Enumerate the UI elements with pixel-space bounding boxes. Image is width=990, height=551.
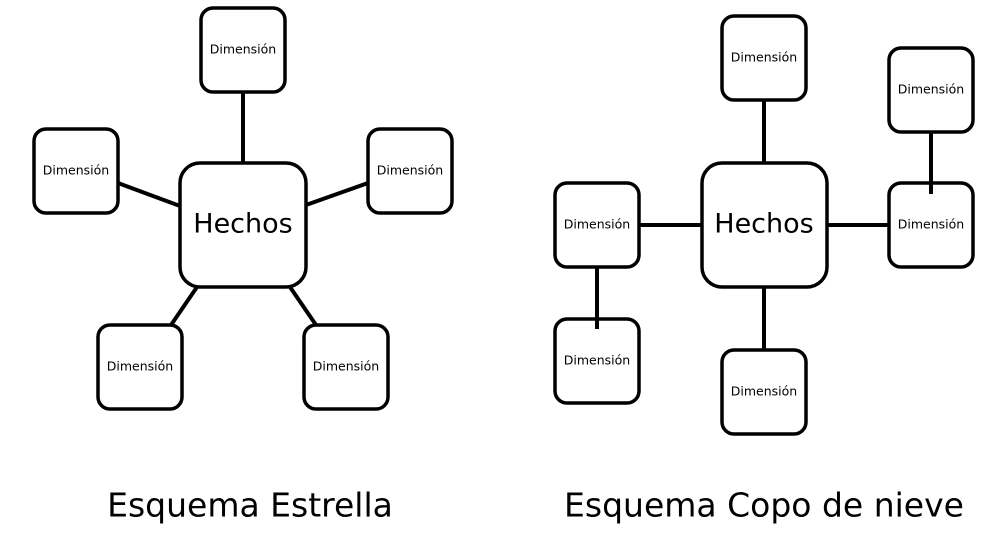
star-dimension-node-top: Dimensión — [199, 6, 287, 94]
snowflake-dimension-node-bottom: Dimensión — [720, 348, 808, 436]
star-edge-left — [117, 181, 181, 208]
star-schema: Hechos Dimensión Dimensión Dimensión Dim… — [32, 6, 454, 525]
snowflake-dimension-label: Dimensión — [564, 353, 630, 368]
star-edge-bottom-right — [288, 285, 318, 327]
snowflake-dimension-node-subright: Dimensión — [887, 46, 975, 134]
snowflake-dimension-label: Dimensión — [898, 217, 964, 232]
snowflake-dimension-label: Dimensión — [731, 384, 797, 399]
star-fact-label: Hechos — [193, 209, 292, 240]
snowflake-fact-node: Hechos — [700, 161, 829, 289]
star-caption: Esquema Estrella — [107, 486, 393, 525]
star-dimension-label: Dimensión — [107, 359, 173, 374]
snowflake-dimension-label: Dimensión — [564, 217, 630, 232]
snowflake-dimension-node-left: Dimensión — [553, 181, 641, 269]
star-dimension-label: Dimensión — [377, 163, 443, 178]
star-dimension-label: Dimensión — [43, 163, 109, 178]
snowflake-fact-label: Hechos — [714, 209, 813, 240]
star-dimension-node-left: Dimensión — [32, 127, 120, 215]
snowflake-schema: Hechos Dimensión Dimensión Dimensión Dim… — [553, 14, 975, 525]
star-edge-right — [305, 181, 369, 207]
snowflake-dimension-label: Dimensión — [898, 82, 964, 97]
star-dimension-label: Dimensión — [210, 42, 276, 57]
snowflake-dimension-node-subleft: Dimensión — [553, 317, 641, 405]
snowflake-dimension-node-top: Dimensión — [720, 14, 808, 102]
star-edge-bottom-left — [169, 285, 199, 327]
snowflake-caption: Esquema Copo de nieve — [564, 486, 964, 525]
star-dimension-node-bottom-left: Dimensión — [96, 323, 184, 411]
snowflake-dimension-node-right: Dimensión — [887, 181, 975, 269]
snowflake-dimension-label: Dimensión — [731, 50, 797, 65]
star-dimension-label: Dimensión — [313, 359, 379, 374]
star-fact-node: Hechos — [178, 161, 308, 289]
star-dimension-node-right: Dimensión — [366, 127, 454, 215]
star-dimension-node-bottom-right: Dimensión — [302, 323, 390, 411]
